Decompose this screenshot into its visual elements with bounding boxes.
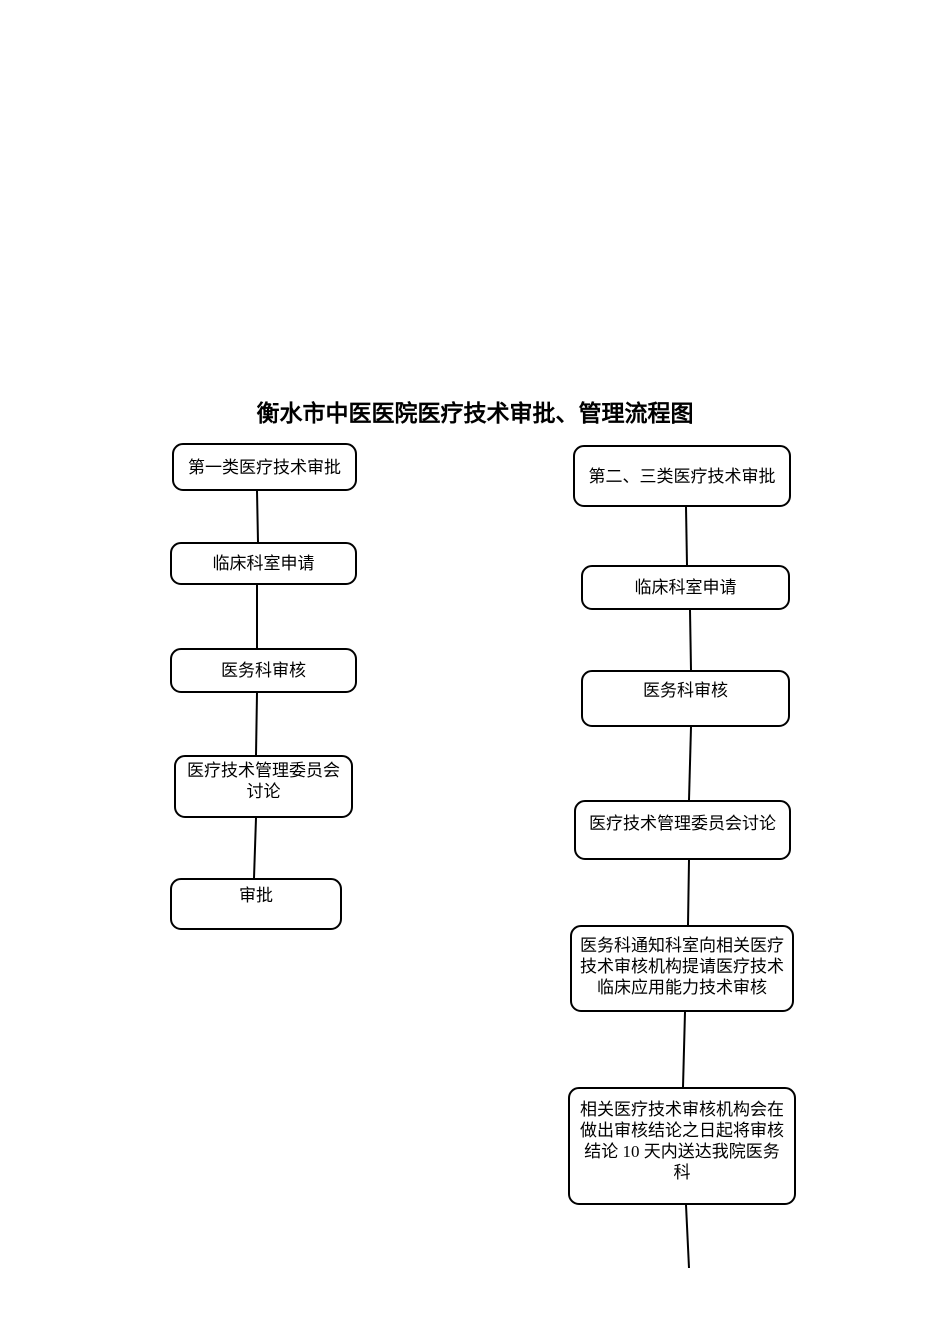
flow-box-review-conclusion-delivery: 相关医疗技术审核机构会在做出审核结论之日起将审核结论 10 天内送达我院医务科 bbox=[568, 1087, 796, 1205]
flow-box-label: 医务科审核 bbox=[643, 681, 728, 700]
flow-box-notify-review-institution: 医务科通知科室向相关医疗技术审核机构提请医疗技术临床应用能力技术审核 bbox=[570, 925, 794, 1012]
connector bbox=[685, 1204, 690, 1269]
connector bbox=[256, 490, 259, 543]
flow-box-label: 临床科室申请 bbox=[634, 578, 737, 597]
flow-box-label: 医疗技术管理委员会讨论 bbox=[187, 761, 340, 801]
flow-box-medical-affairs-review-left: 医务科审核 bbox=[170, 648, 357, 693]
flow-box-committee-discussion-right: 医疗技术管理委员会讨论 bbox=[574, 800, 791, 860]
connector bbox=[685, 506, 688, 566]
connector bbox=[689, 609, 692, 671]
connector bbox=[688, 726, 692, 801]
flow-box-clinical-dept-application-right: 临床科室申请 bbox=[581, 565, 790, 610]
connector bbox=[255, 692, 258, 756]
flow-box-committee-discussion-left: 医疗技术管理委员会讨论 bbox=[174, 755, 353, 818]
flow-box-label: 医务科审核 bbox=[221, 661, 306, 680]
flow-box-clinical-dept-application-left: 临床科室申请 bbox=[170, 542, 357, 585]
flow-box-approval: 审批 bbox=[170, 878, 342, 930]
connector bbox=[253, 817, 257, 879]
connector bbox=[682, 1011, 686, 1088]
flow-box-category2-3-approval: 第二、三类医疗技术审批 bbox=[573, 445, 791, 507]
connector bbox=[687, 859, 690, 926]
flow-box-category1-approval: 第一类医疗技术审批 bbox=[172, 443, 357, 491]
flow-box-label: 审批 bbox=[239, 886, 273, 905]
flow-box-label: 相关医疗技术审核机构会在做出审核结论之日起将审核结论 10 天内送达我院医务科 bbox=[580, 1100, 784, 1182]
flow-box-label: 医务科通知科室向相关医疗技术审核机构提请医疗技术临床应用能力技术审核 bbox=[580, 936, 784, 997]
flow-box-label: 第一类医疗技术审批 bbox=[188, 457, 341, 477]
flow-box-label: 第二、三类医疗技术审批 bbox=[588, 466, 776, 486]
flow-box-medical-affairs-review-right: 医务科审核 bbox=[581, 670, 790, 727]
flow-box-label: 医疗技术管理委员会讨论 bbox=[589, 814, 776, 833]
page-title: 衡水市中医医院医疗技术审批、管理流程图 bbox=[256, 401, 694, 426]
flow-box-label: 临床科室申请 bbox=[212, 554, 315, 573]
